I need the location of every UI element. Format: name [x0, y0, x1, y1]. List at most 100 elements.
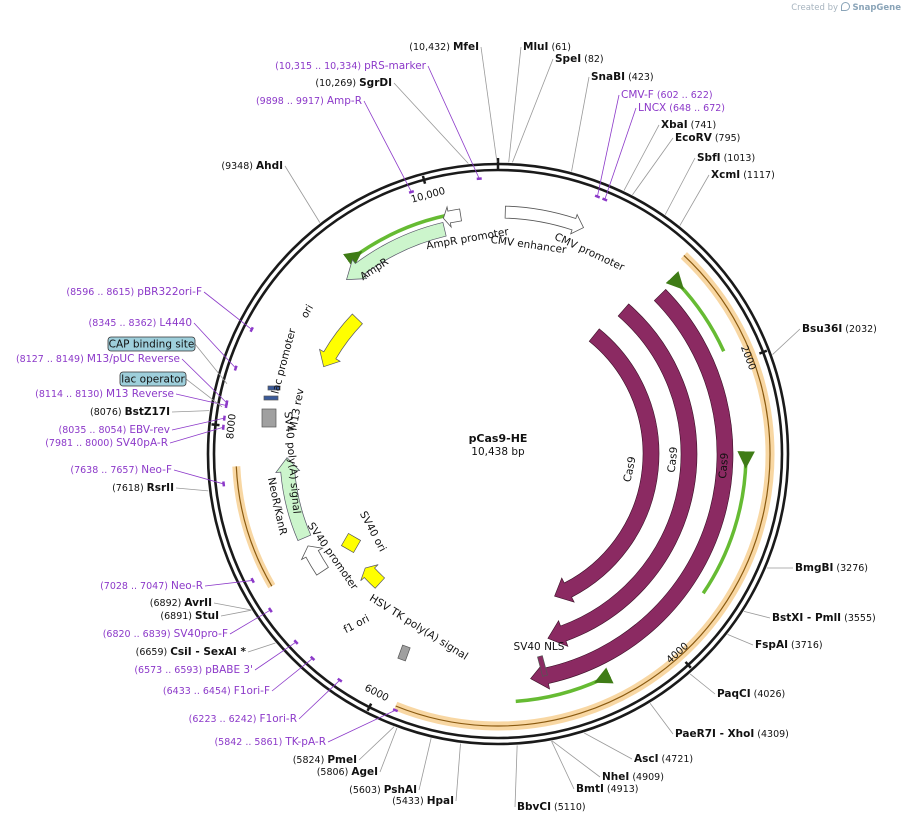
site-pos-0: (10,432): [409, 42, 453, 53]
primer-range-12: (6433 .. 6454): [163, 686, 234, 697]
site-label-5: EcoRV (795): [675, 132, 740, 144]
site-label-19: (5603) PshAI: [349, 784, 417, 796]
site-pos-9: (3276): [833, 563, 868, 574]
tick-label-2: 6000: [363, 683, 391, 704]
site-leader-1: [508, 46, 522, 163]
green-arrow-c: [515, 667, 614, 704]
site-label-8: Bsu36I (2032): [802, 323, 877, 335]
primer-label-13: (6223 .. 6242) F1ori-R: [189, 713, 297, 725]
site-pos-4: (741): [688, 120, 717, 131]
sv40-polya-box: [261, 408, 277, 428]
site-label-12: PaqCI (4026): [717, 688, 785, 700]
neor-arrow: [275, 457, 312, 542]
cmv-enhancer-arrow: [504, 205, 585, 235]
site-pos-20: (5806): [317, 767, 352, 778]
primer-leader-9: [204, 580, 253, 587]
credit-prefix: Created by: [791, 3, 839, 13]
primer-mark-9: [250, 577, 255, 584]
primer-leader-10: [229, 609, 271, 635]
cas9-arc-inner: [554, 328, 660, 603]
site-leader-8: [772, 328, 801, 355]
site-label-27: (9348) AhdI: [221, 160, 283, 172]
primer-leader-12: [271, 658, 313, 692]
site-leader-23: [220, 609, 252, 617]
site-leader-11: [727, 634, 754, 646]
primer-label-12: (6433 .. 6454) F1ori-F: [163, 685, 270, 697]
site-pos-11: (3716): [788, 640, 823, 651]
site-leader-18: [455, 743, 461, 802]
site-pos-10: (3555): [841, 613, 876, 624]
site-pos-8: (2032): [842, 324, 877, 335]
site-label-21: (5824) PmeI: [293, 754, 357, 766]
site-label-17: BbvCI (5110): [517, 801, 586, 813]
primer-mark-5: [224, 402, 228, 409]
primer-name-0: pRS-marker: [364, 60, 427, 72]
site-leader-25: [175, 487, 209, 492]
site-label-23: (6891) StuI: [160, 610, 219, 622]
site-pos-14: (4721): [659, 754, 694, 765]
site-leader-14: [584, 732, 633, 760]
primer-right-range-1: (648 .. 672): [666, 103, 725, 114]
site-pos-24: (6892): [150, 598, 185, 609]
site-label-22: (6659) CsiI - SexAI *: [136, 646, 247, 658]
site-name-27: AhdI: [256, 160, 283, 172]
primer-mark-13: [337, 677, 343, 683]
site-name-26: BstZ17I: [125, 406, 170, 418]
site-pos-15: (4909): [629, 772, 664, 783]
tick-mark-4: [421, 175, 427, 185]
tick-mark-0: [758, 349, 768, 355]
primer-label-6: (8035 .. 8054) EBV-rev: [58, 424, 170, 436]
site-name-23: StuI: [195, 610, 219, 622]
primer-range-14: (5842 .. 5861): [214, 737, 285, 748]
primer-name-6: EBV-rev: [129, 424, 170, 436]
site-leader-2: [512, 58, 554, 163]
site-leader-20: [379, 727, 398, 773]
site-name-15: NheI: [602, 771, 629, 783]
site-leader-0: [480, 46, 498, 163]
boxed-label-bg-0: [107, 336, 196, 352]
primer-leader-4: [181, 358, 228, 404]
primer-right-range-0: (602 .. 622): [654, 90, 713, 101]
site-pos-19: (5603): [349, 785, 384, 796]
ori-arrow: [319, 313, 363, 368]
ampr-promoter-arrow: [442, 205, 462, 229]
primer-name-11: pBABE 3': [205, 664, 253, 676]
primer-name-3: L4440: [159, 317, 192, 329]
cas9-arc-outer: [530, 288, 734, 690]
site-leader-5: [632, 137, 674, 196]
primer-mark-11: [293, 639, 299, 645]
site-label-18: (5433) HpaI: [392, 795, 454, 807]
primer-mark-14: [392, 708, 399, 713]
site-leader-12: [689, 673, 716, 695]
primer-leader-3: [193, 322, 236, 369]
site-label-25: (7618) RsrII: [112, 482, 174, 494]
site-name-21: PmeI: [327, 754, 357, 766]
primer-range-8: (7638 .. 7657): [70, 465, 141, 476]
site-pos-5: (795): [712, 133, 741, 144]
tick-label-3: 8000: [225, 413, 239, 439]
site-label-15: NheI (4909): [602, 771, 664, 783]
primer-name-10: SV40pro-F: [174, 628, 228, 640]
green-arrow-b: [701, 451, 755, 595]
boxed-label-bg-1: [119, 371, 187, 387]
site-pos-25: (7618): [112, 483, 147, 494]
site-leader-28: [393, 82, 469, 164]
cap-site-mark: [263, 395, 279, 401]
primer-label-11: (6573 .. 6593) pBABE 3': [134, 664, 253, 676]
primer-range-7: (7981 .. 8000): [45, 438, 116, 449]
primer-label-5: (8114 .. 8130) M13 Reverse: [35, 388, 174, 400]
sv40-ori-box: [340, 532, 362, 554]
site-label-14: AscI (4721): [634, 753, 693, 765]
feat-sv40-nls-label: SV40 NLS: [514, 641, 565, 653]
feat-cas9-label-outer: Cas9: [717, 452, 731, 479]
primer-label-1: (9898 .. 9917) Amp-R: [256, 95, 362, 107]
primer-leader-7: [169, 426, 224, 444]
boxed-leader-0: [194, 343, 228, 384]
plasmid-size: 10,438 bp: [471, 446, 525, 458]
lac-operator-mark: [267, 385, 281, 391]
primer-right-label-1: LNCX (648 .. 672): [638, 102, 725, 114]
site-leader-10: [743, 610, 771, 619]
site-name-1: MluI: [523, 41, 548, 53]
site-pos-13: (4309): [754, 729, 789, 740]
